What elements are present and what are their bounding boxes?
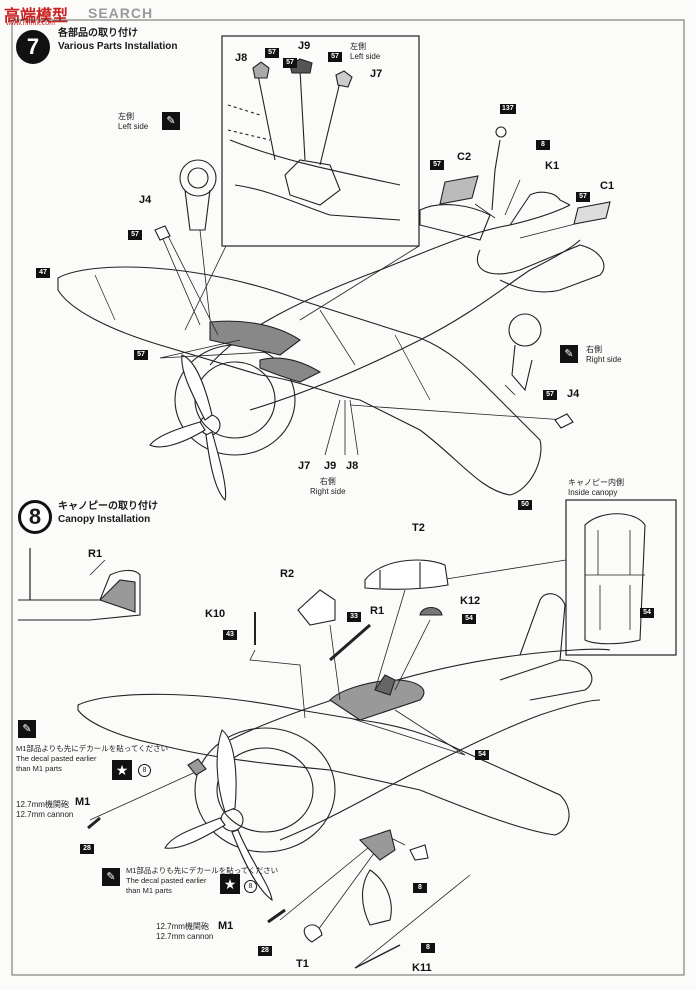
- part-8-right: 8: [413, 883, 427, 893]
- left-side-note-en: Left side: [118, 122, 149, 131]
- cannon-top-jp: 12.7mm機関砲: [16, 800, 69, 809]
- decal-note-bottom-en2: than M1 parts: [126, 886, 172, 895]
- inset-box: [221, 35, 420, 247]
- step-8-title-jp: キャノピーの取り付け: [58, 501, 158, 512]
- right-side-note-jp: 右側: [586, 345, 602, 354]
- left-side-note-jp: 左側: [118, 112, 134, 121]
- note-icon-decal-top: ✎: [18, 720, 36, 738]
- cannon-bottom-jp: 12.7mm機関砲: [156, 922, 209, 931]
- watermark-url: www.hnmx.com: [6, 20, 56, 27]
- part-54-inside: 54: [640, 608, 654, 618]
- star-decal-icon-bottom: ★: [220, 874, 240, 894]
- decal-note-top-en1: The decal pasted earlier: [16, 754, 97, 763]
- part-57-c1: 57: [576, 192, 590, 202]
- r2-label: R2: [280, 568, 295, 580]
- inset-left-side-jp: 左側: [350, 42, 366, 51]
- decal-8-bottom: 8: [244, 880, 257, 893]
- step-7-number: 7: [16, 30, 50, 64]
- inset-part-57-a: 57: [265, 48, 279, 58]
- inset-j9-label: J9: [298, 40, 311, 52]
- cannon-bottom-en: 12.7mm cannon: [156, 932, 214, 941]
- left-side-note: 左側 Left side: [118, 112, 148, 132]
- note-icon-left: ✎: [162, 112, 180, 130]
- c2-label: C2: [457, 151, 472, 163]
- part-47: 47: [36, 268, 50, 278]
- decal-note-top-jp: M1部品よりも先にデカールを貼ってください: [16, 744, 169, 753]
- m1-bottom-label: M1: [218, 920, 234, 932]
- j4-right-label: J4: [567, 388, 580, 400]
- k1-label: K1: [545, 160, 560, 172]
- j4-left-label: J4: [139, 194, 152, 206]
- part-33: 33: [347, 612, 361, 622]
- decal-8-top: 8: [138, 764, 151, 777]
- inset-left-side-en: Left side: [350, 52, 381, 61]
- part-8: 8: [536, 140, 550, 150]
- r1-side-label: R1: [88, 548, 103, 560]
- right-side-note: 右側 Right side: [586, 345, 622, 365]
- decal-note-bottom: M1部品よりも先にデカールを貼ってください The decal pasted e…: [126, 866, 278, 896]
- bottom-right-side-note: 右側 Right side: [310, 477, 346, 497]
- decal-note-bottom-en1: The decal pasted earlier: [126, 876, 207, 885]
- cannon-note-top: 12.7mm機関砲 12.7mm cannon: [16, 800, 73, 820]
- bottom-right-side-jp: 右側: [319, 477, 336, 486]
- step-7-title-en: Various Parts Installation: [58, 41, 178, 52]
- part-57-c2: 57: [430, 160, 444, 170]
- part-28-bottom: 28: [258, 946, 272, 956]
- j9-label: J9: [324, 460, 337, 472]
- j8-label: J8: [346, 460, 359, 472]
- k11-label: K11: [412, 962, 432, 974]
- inside-canopy-en: Inside canopy: [568, 488, 618, 497]
- k10-label: K10: [205, 608, 226, 620]
- part-43: 43: [223, 630, 237, 640]
- inset-j8-label: J8: [235, 52, 248, 64]
- note-icon-decal-bottom: ✎: [102, 868, 120, 886]
- cannon-top-en: 12.7mm cannon: [16, 810, 74, 819]
- step-7-title-jp: 各部品の取り付け: [58, 28, 138, 39]
- part-54-body: 54: [475, 750, 489, 760]
- bottom-right-side-en: Right side: [310, 487, 346, 496]
- decal-note-top-en2: than M1 parts: [16, 764, 62, 773]
- step-8-number: 8: [18, 500, 52, 534]
- part-57-wing: 57: [134, 350, 148, 360]
- inset-part-57-b: 57: [283, 58, 297, 68]
- note-icon-right: ✎: [560, 345, 578, 363]
- step-8-title: キャノピーの取り付け Canopy Installation: [58, 500, 158, 526]
- inset-part-57-c: 57: [328, 52, 342, 62]
- step-7-title: 各部品の取り付け Various Parts Installation: [58, 27, 177, 53]
- part-57-j4-right: 57: [543, 390, 557, 400]
- k12-label: K12: [460, 595, 481, 607]
- part-8-k11: 8: [421, 943, 435, 953]
- part-57-j4: 57: [128, 230, 142, 240]
- inset-j7-label: J7: [370, 68, 383, 80]
- watermark-site: SEARCH: [88, 5, 154, 21]
- star-decal-icon-top: ★: [112, 760, 132, 780]
- right-side-note-en: Right side: [586, 355, 622, 364]
- m1-top-label: M1: [75, 796, 91, 808]
- cannon-note-bottom: 12.7mm機関砲 12.7mm cannon: [156, 922, 213, 942]
- t2-label: T2: [412, 522, 425, 534]
- c1-label: C1: [600, 180, 615, 192]
- inset-left-side: 左側 Left side: [350, 42, 380, 62]
- inside-canopy-jp: キャノピー内側: [568, 478, 624, 487]
- part-50: 50: [518, 500, 532, 510]
- j7-label: J7: [298, 460, 311, 472]
- step-8-title-en: Canopy Installation: [58, 514, 151, 525]
- decal-note-bottom-jp: M1部品よりも先にデカールを貼ってください: [126, 866, 279, 875]
- r1-label: R1: [370, 605, 385, 617]
- part-54-k12: 54: [462, 614, 476, 624]
- part-28-top: 28: [80, 844, 94, 854]
- part-137: 137: [500, 104, 516, 114]
- decal-note-top: M1部品よりも先にデカールを貼ってください The decal pasted e…: [16, 744, 168, 774]
- inside-canopy-note: キャノピー内側 Inside canopy: [568, 478, 624, 498]
- t1-label: T1: [296, 958, 309, 970]
